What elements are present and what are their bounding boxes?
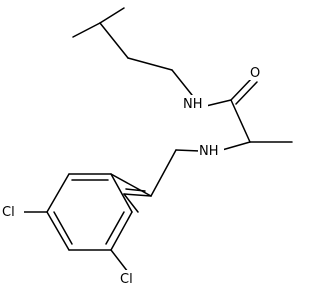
atom-amine-nh: NH [198,142,224,159]
structure-diagram: O NH NH Cl Cl [0,7,293,287]
ring-bond-8 [110,211,133,251]
atom-oxygen: O [248,64,262,81]
bond-ch2-ch2 [127,57,173,71]
bond-carbonyl-o-1 [230,77,253,101]
chlorine-para-label: Cl [2,205,15,220]
chlorine-ortho-label: Cl [120,272,133,287]
bond-carbonyl-o-2 [235,81,258,105]
ring-bond-2 [123,193,139,213]
atom-chlorine-ortho: Cl [119,270,143,287]
ring-bond-8-inner [105,211,125,245]
ring-bond-3 [110,173,152,197]
molecule-canvas: O NH NH Cl Cl [0,7,293,287]
bond-carbonyl-alpha [230,99,251,143]
bond-alpha-nh [221,141,251,151]
amine-nh-label: NH [199,144,219,159]
ring-bond-9 [110,173,133,213]
bond-ring-cl-ortho [110,249,129,273]
bond-nh-ch2 [175,149,201,152]
bond-ch2-nh [171,69,193,96]
atom-amide-nh: NH [182,95,208,112]
oxygen-label: O [250,66,260,81]
bond-branch-ch2 [99,22,129,59]
bond-methyl-left-branch [72,22,101,38]
ring-bond-5 [46,173,70,213]
bond-ch2-ch2-linker [150,149,177,197]
atom-chlorine-para: Cl [0,203,24,220]
bond-nh-carbonyl [205,99,232,107]
ring-bond-1 [123,193,152,197]
ring-bond-6-inner [53,211,73,245]
ring-bond-6 [46,211,70,251]
bond-methyl-top-branch [99,7,125,24]
amide-nh-label: NH [183,97,203,112]
